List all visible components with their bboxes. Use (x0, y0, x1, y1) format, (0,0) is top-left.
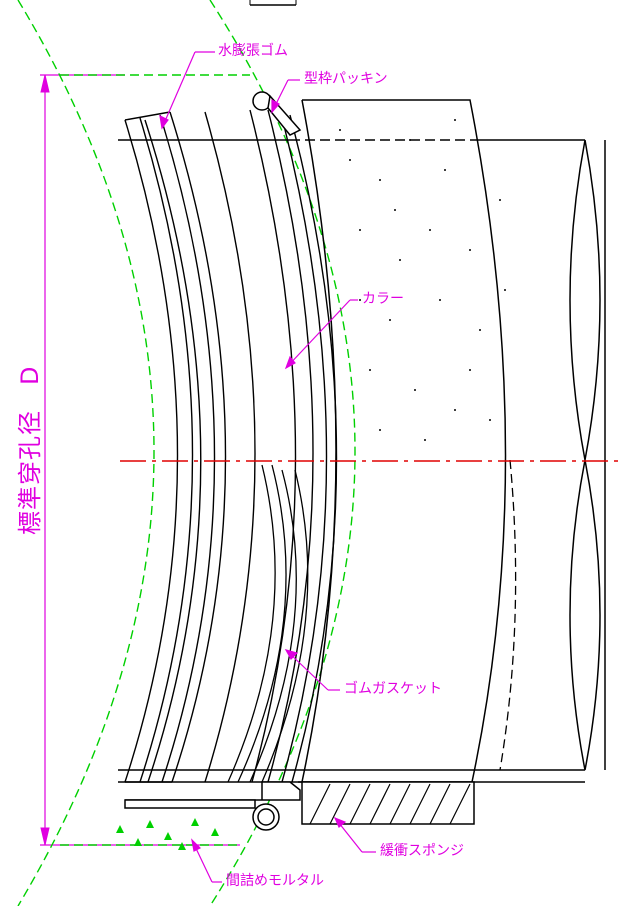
gasket-profile (227, 464, 309, 783)
collar-block (298, 99, 507, 783)
label-form-packing: 型枠パッキン (304, 71, 388, 87)
collar-stipple (339, 119, 506, 441)
bottom-packing (124, 781, 301, 831)
label-water-swelling-rubber: 水膨張ゴム (218, 43, 288, 59)
form-packing-shape (252, 91, 302, 136)
mortar-marks (116, 818, 219, 850)
dimension-d-label: 標準穿孔径 D (16, 365, 44, 535)
label-rubber-gasket: ゴムガスケット (344, 681, 442, 697)
collar-dashed-edge (499, 459, 517, 771)
label-collar: カラー (362, 291, 404, 307)
bore-guide-arcs (17, 0, 356, 906)
label-filling-mortar: 間詰めモルタル (226, 873, 324, 889)
cushion-sponge-block (301, 781, 475, 825)
curved-layers (124, 109, 338, 783)
leader-lines (159, 51, 376, 883)
label-cushion-sponge: 緩衝スポンジ (380, 843, 464, 859)
